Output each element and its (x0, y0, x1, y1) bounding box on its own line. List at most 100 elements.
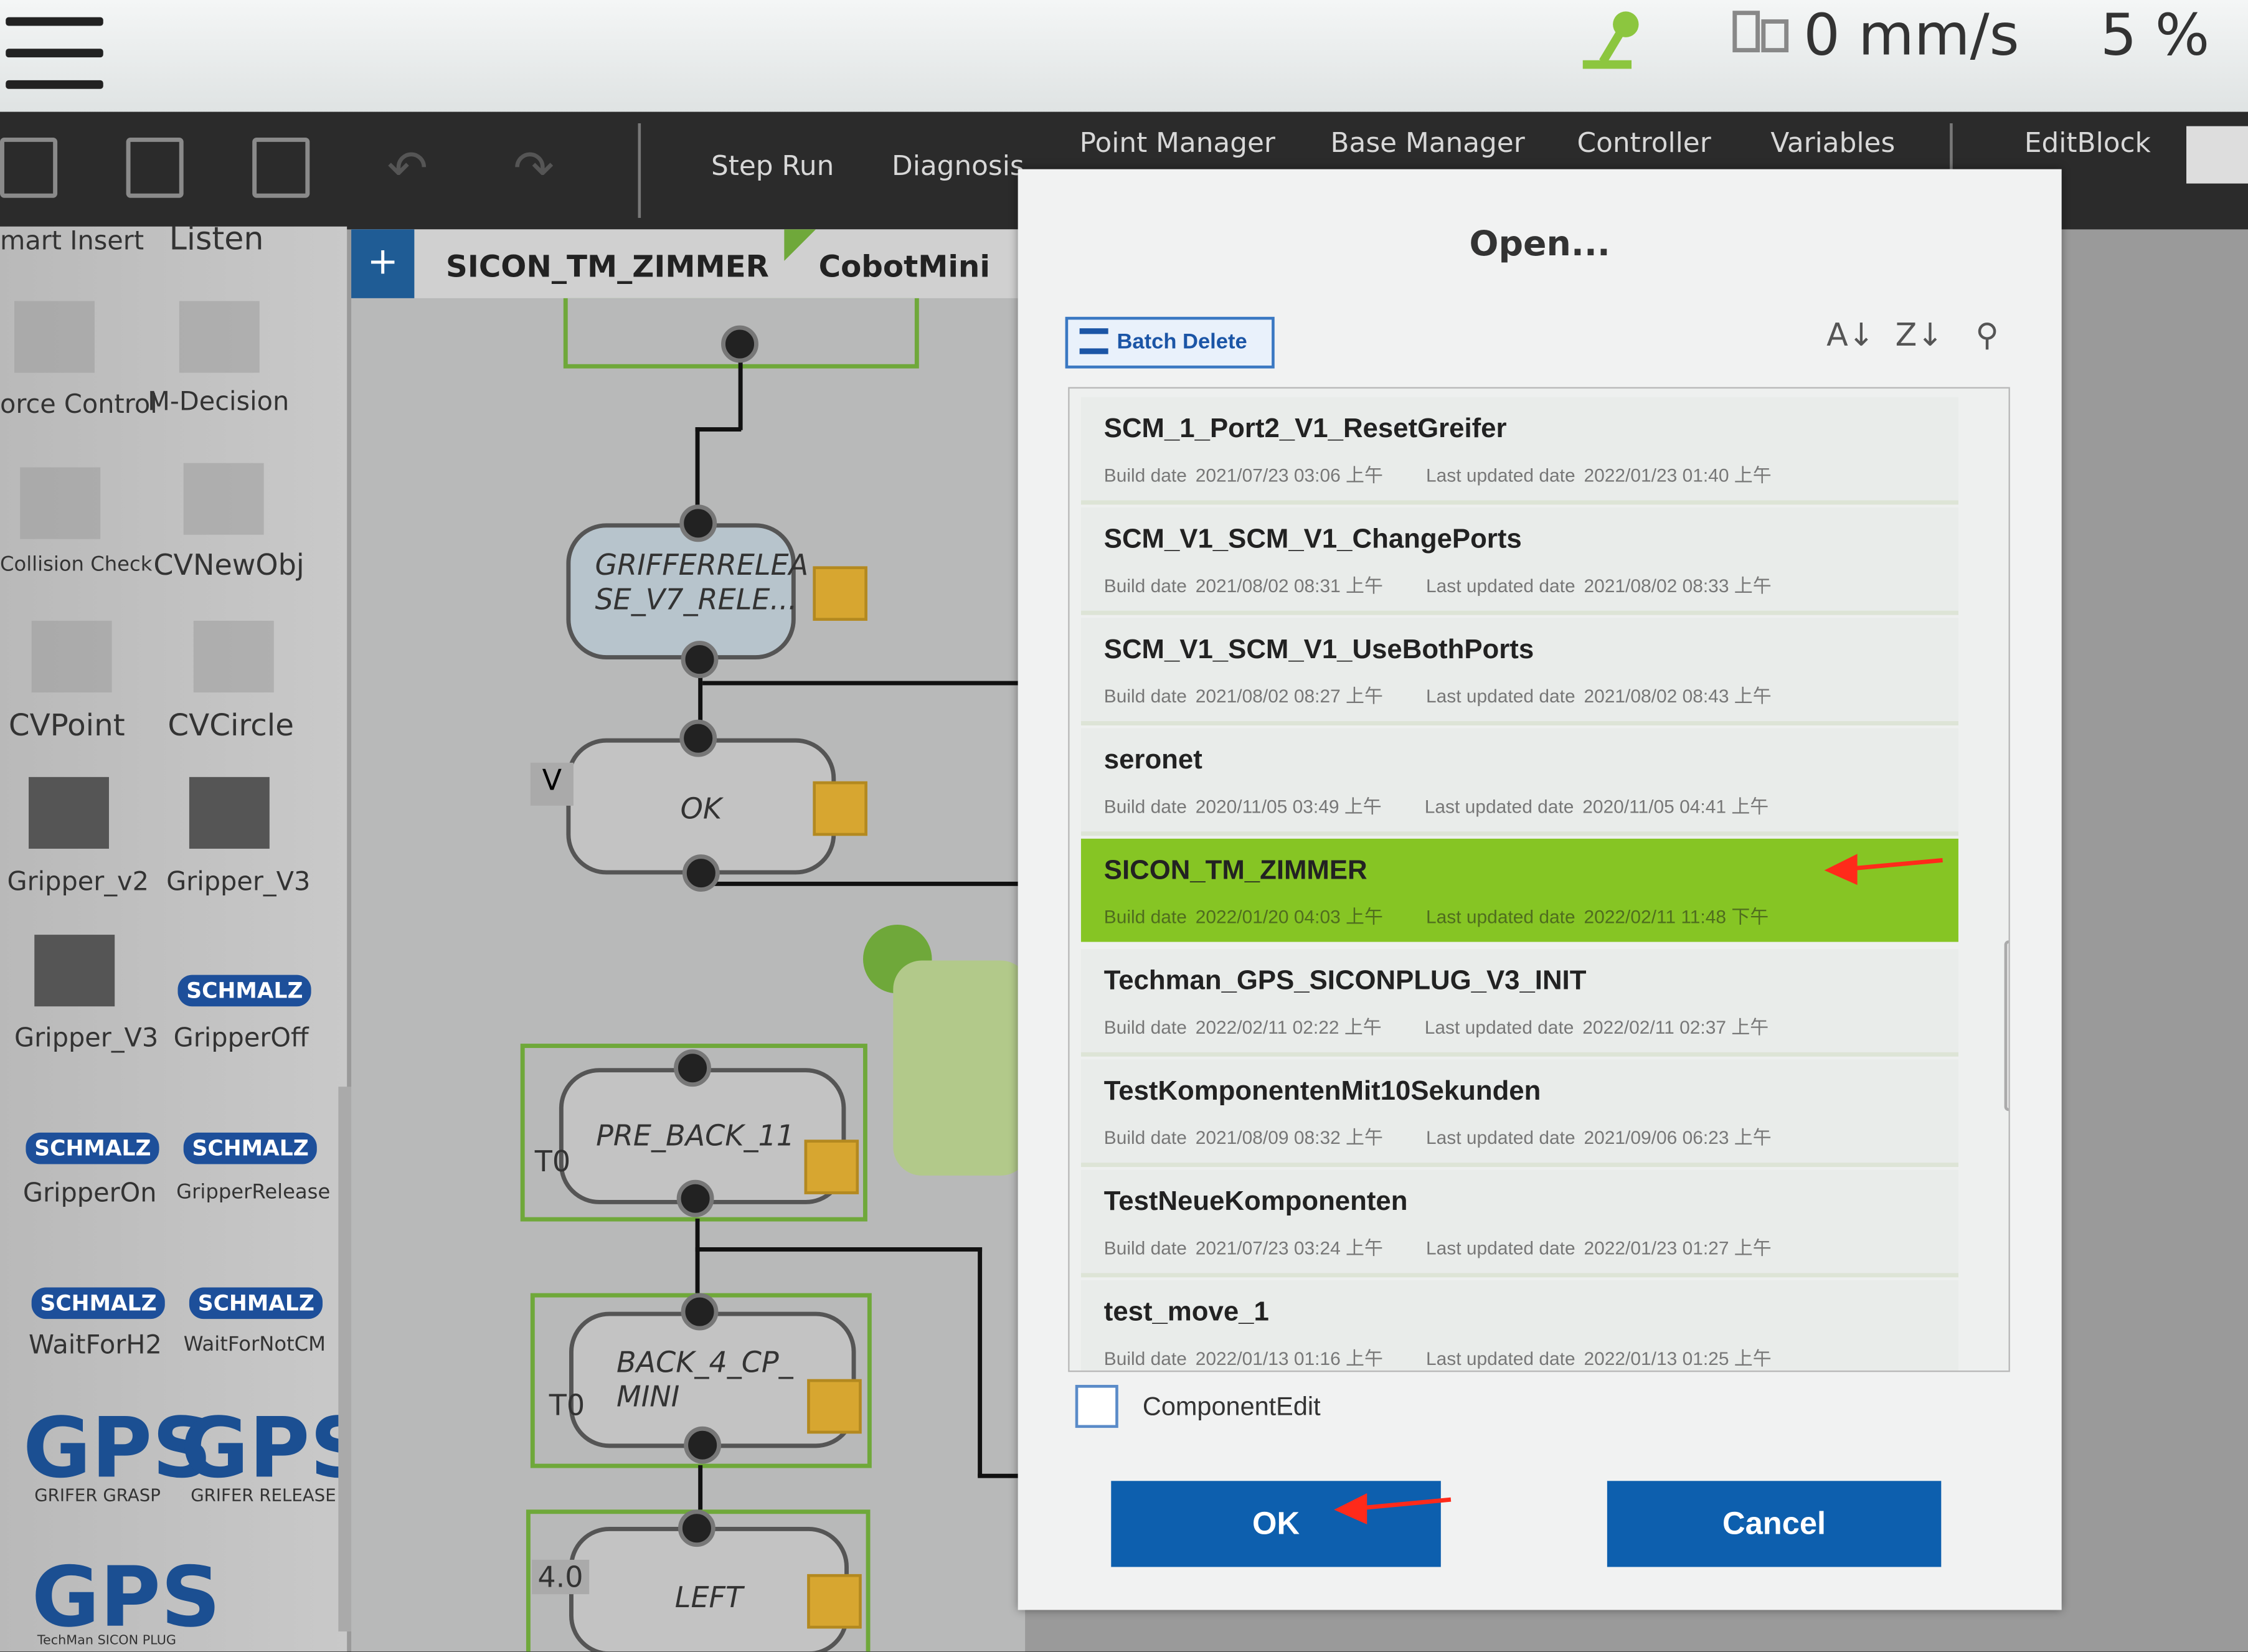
gps-logo[interactable]: GPS (181, 1399, 370, 1497)
palette-item-label[interactable]: Gripper_v2 (7, 867, 149, 898)
schmalz-logo[interactable]: SCHMALZ (183, 1132, 318, 1164)
gps-logo[interactable]: GPS (31, 1548, 221, 1646)
add-tab-button[interactable]: + (351, 229, 415, 298)
palette-item-label[interactable]: Gripper_V3 (166, 867, 311, 898)
flow-canvas[interactable]: GRIFFERRELEA SE_V7_RELE... OK V PRE_BACK… (351, 229, 1036, 1652)
build-date: 2022/02/11 02:22 上午 (1195, 1016, 1382, 1038)
build-date-label: Build date (1103, 685, 1187, 707)
build-date: 2020/11/05 03:49 上午 (1195, 795, 1382, 818)
node-frame (893, 960, 1030, 1176)
tab-sicon-tm-zimmer[interactable]: SICON_TM_ZIMMER (446, 249, 769, 284)
updated-date-label: Last updated date (1425, 1126, 1575, 1149)
updated-date-label: Last updated date (1425, 1348, 1575, 1369)
palette-item-label[interactable]: orce Control (0, 390, 158, 420)
component-edit-checkbox[interactable] (1075, 1385, 1118, 1428)
cv-point-icon[interactable] (31, 620, 112, 693)
sort-az-icon[interactable]: A↓ (1826, 318, 1875, 354)
file-name: TestKomponentenMit10Sekunden (1103, 1077, 1541, 1107)
palette-item-label[interactable]: GripperOff (173, 1023, 309, 1054)
build-date-label: Build date (1103, 575, 1187, 597)
palette-item-label[interactable]: Gripper_V3 (14, 1023, 159, 1054)
updated-date-label: Last updated date (1425, 464, 1575, 486)
schmalz-logo[interactable]: SCHMALZ (177, 975, 312, 1007)
node-tool-label: T0 (534, 1144, 571, 1179)
palette-item-label[interactable]: CVCircle (168, 708, 294, 743)
menu-base-manager[interactable]: Base Manager (1330, 127, 1525, 159)
palette-item-label[interactable]: CVPoint (8, 708, 125, 743)
divider (638, 123, 641, 218)
new-project-icon[interactable] (0, 138, 58, 198)
cv-new-obj-icon[interactable] (183, 463, 264, 535)
menu-variables[interactable]: Variables (1770, 127, 1896, 159)
force-control-icon[interactable] (14, 301, 95, 373)
gps-plug-label[interactable]: TechMan SICON PLUG (37, 1634, 176, 1649)
save-project-icon[interactable] (252, 138, 310, 198)
palette-item-label[interactable]: M-Decision (148, 387, 290, 417)
build-date: 2021/08/02 08:31 上午 (1195, 575, 1383, 597)
palette-item-label[interactable]: WaitForH2 (29, 1330, 162, 1361)
palette-item-label[interactable]: CVNewObj (153, 547, 305, 582)
batch-delete-button[interactable]: Batch Delete (1065, 316, 1275, 369)
node-type-icon (807, 1379, 862, 1434)
gripper-icon[interactable] (189, 776, 270, 849)
file-name: seronet (1103, 745, 1202, 776)
palette-item-label[interactable]: WaitForNotCM (183, 1333, 326, 1356)
editblock-icon[interactable] (2186, 126, 2248, 184)
program-tabs: + SICON_TM_ZIMMER CobotMini (351, 229, 1026, 298)
menu-controller[interactable]: Controller (1577, 127, 1711, 159)
redo-icon[interactable]: ↷ (513, 140, 554, 198)
menu-step-run[interactable]: Step Run (711, 150, 834, 182)
gripper-icon[interactable] (34, 935, 115, 1007)
sort-za-icon[interactable]: Z↓ (1895, 318, 1943, 354)
gripper-icon[interactable] (29, 776, 109, 849)
gps-logo[interactable]: GPS (22, 1399, 212, 1497)
open-project-icon[interactable] (126, 138, 184, 198)
cv-circle-icon[interactable] (193, 620, 274, 693)
menu-point-manager[interactable]: Point Manager (1079, 127, 1275, 159)
build-date-label: Build date (1103, 1016, 1187, 1038)
speed-percent[interactable]: 5 % (2100, 2, 2210, 69)
menu-editblock[interactable]: EditBlock (2024, 127, 2151, 159)
open-dialog: Open... Batch Delete A↓ Z↓ ⚲ SCM_1_Port2… (1018, 169, 2062, 1610)
list-scrollbar[interactable] (2004, 940, 2009, 1112)
search-icon[interactable]: ⚲ (1975, 318, 1999, 354)
palette-tab-listen[interactable]: Listen (169, 222, 264, 258)
schmalz-logo[interactable]: SCHMALZ (189, 1287, 323, 1319)
batch-delete-icon (1079, 328, 1108, 354)
undo-icon[interactable]: ↶ (387, 140, 428, 198)
palette-item-label[interactable]: GripperOn (22, 1178, 157, 1209)
file-name: SCM_V1_SCM_V1_UseBothPorts (1103, 635, 1534, 666)
updated-date: 2021/09/06 06:23 上午 (1584, 1126, 1772, 1149)
node-label: GRIFFERRELEA SE_V7_RELE... (595, 547, 809, 616)
gps-release-label[interactable]: GRIFER RELEASE (191, 1485, 336, 1506)
gps-grasp-label[interactable]: GRIFER GRASP (34, 1485, 161, 1506)
m-decision-icon[interactable] (179, 301, 260, 373)
updated-date: 2021/08/02 08:33 上午 (1584, 575, 1772, 597)
palette-item-label[interactable]: GripperRelease (176, 1181, 331, 1204)
palette-item-label[interactable]: Collision Check (0, 553, 153, 577)
menu-diagnosis[interactable]: Diagnosis (892, 150, 1024, 182)
palette-tab-smart-insert[interactable]: mart Insert (0, 226, 144, 257)
collision-check-icon[interactable] (20, 467, 101, 539)
updated-date: 2022/02/11 02:37 上午 (1582, 1016, 1769, 1038)
flow-node-gripper-release[interactable] (566, 523, 796, 660)
ok-button[interactable]: OK (1111, 1481, 1441, 1567)
file-name: SCM_V1_SCM_V1_ChangePorts (1103, 524, 1522, 555)
cancel-button[interactable]: Cancel (1607, 1481, 1942, 1567)
schmalz-logo[interactable]: SCHMALZ (31, 1287, 166, 1319)
hamburger-menu-icon[interactable] (6, 17, 103, 89)
schmalz-logo[interactable]: SCHMALZ (26, 1132, 160, 1164)
tab-cobotmini[interactable]: CobotMini (818, 249, 990, 284)
